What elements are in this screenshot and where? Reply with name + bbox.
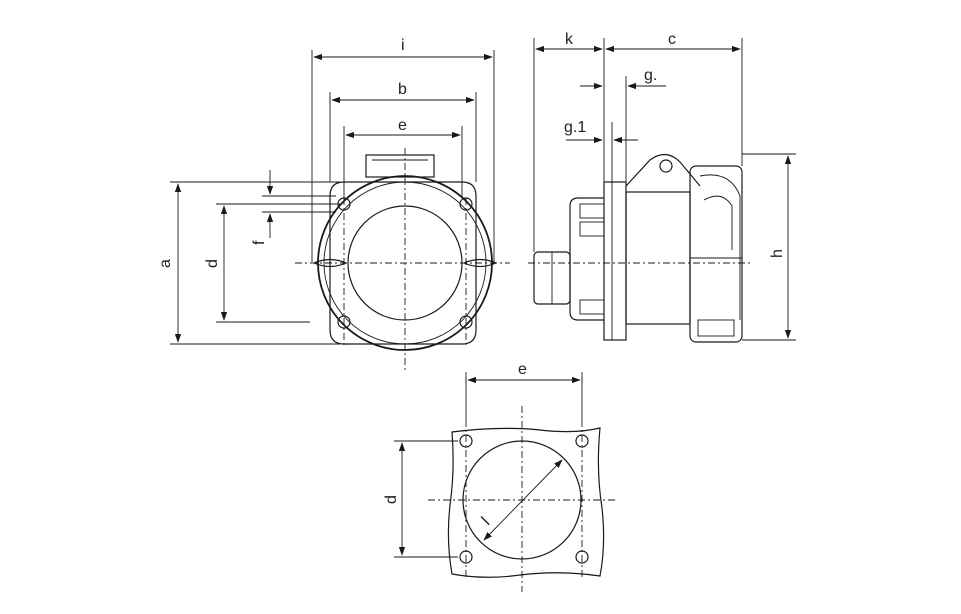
label-a: a [157, 259, 174, 268]
label-e-top: e [398, 117, 407, 134]
label-i: i [401, 37, 405, 54]
front-view [295, 148, 510, 372]
label-d-front: d [204, 259, 221, 268]
label-l: l [479, 514, 494, 529]
cutout-view [428, 406, 616, 592]
cutout-panel-edge [447, 427, 605, 578]
label-f: f [251, 240, 268, 245]
side-dimensions [533, 38, 796, 341]
label-g: g. [644, 67, 657, 84]
front-flange-outline [329, 181, 477, 345]
side-hinge [625, 153, 701, 187]
label-k: k [565, 31, 574, 48]
label-g1: g.1 [564, 119, 586, 136]
label-b: b [398, 81, 407, 98]
front-dimensions [170, 50, 495, 345]
label-e-bottom: e [518, 361, 527, 378]
side-rear-housing [569, 197, 604, 321]
dimension-labels: i b e a d f k c g. g.1 h e d l [157, 31, 786, 529]
side-view [528, 153, 752, 343]
side-mounting-plate [603, 181, 627, 341]
cutout-diameter-line [483, 459, 563, 541]
label-h: h [769, 249, 786, 258]
cutout-dimensions [394, 372, 583, 558]
label-d-bottom: d [383, 495, 400, 504]
side-front-body [625, 191, 691, 325]
front-hinge-block [365, 154, 435, 178]
label-c: c [668, 31, 676, 48]
side-cover [689, 165, 743, 343]
